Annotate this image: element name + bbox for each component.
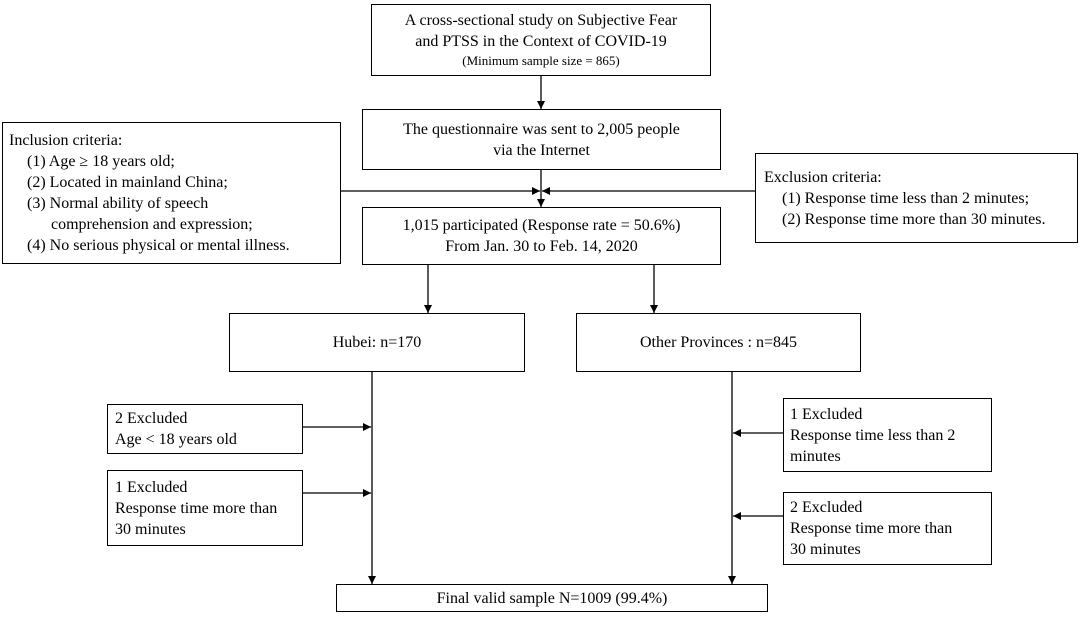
study-title-line1: A cross-sectional study on Subjective Fe… (404, 12, 678, 29)
participated-box: 1,015 participated (Response rate = 50.6… (362, 207, 721, 265)
excluded-reason: 30 minutes (790, 541, 861, 558)
inclusion-heading: Inclusion criteria: (9, 132, 123, 149)
excluded-reason: Response time less than 2 (790, 426, 956, 444)
inclusion-criteria-box: Inclusion criteria: (1) Age ≥ 18 years o… (2, 122, 341, 264)
other-excluded-short-time-box: 1 Excluded Response time less than 2 min… (783, 398, 992, 472)
study-title-line2: and PTSS in the Context of COVID-19 (415, 33, 667, 50)
excluded-count: 2 Excluded (790, 499, 863, 516)
study-box: A cross-sectional study on Subjective Fe… (371, 4, 711, 76)
final-sample-label: Final valid sample N=1009 (99.4%) (436, 589, 668, 607)
inclusion-item: (2) Located in mainland China; (27, 174, 228, 191)
exclusion-item: (2) Response time more than 30 minutes. (782, 210, 1046, 228)
questionnaire-line1: The questionnaire was sent to 2,005 peop… (403, 120, 680, 138)
inclusion-item: (4) No serious physical or mental illnes… (27, 237, 290, 254)
excluded-reason: Age < 18 years old (115, 431, 237, 448)
other-excluded-long-time-box: 2 Excluded Response time more than 30 mi… (783, 492, 992, 565)
hubei-box: Hubei: n=170 (229, 313, 525, 372)
excluded-reason: Response time more than (115, 499, 278, 517)
excluded-reason: minutes (790, 447, 841, 465)
participated-line2: From Jan. 30 to Feb. 14, 2020 (445, 238, 638, 255)
exclusion-item: (1) Response time less than 2 minutes; (782, 189, 1030, 207)
other-provinces-box: Other Provinces : n=845 (576, 313, 861, 372)
sample-size-note: (Minimum sample size = 865) (462, 53, 620, 68)
inclusion-item-continued: comprehension and expression; (51, 216, 253, 233)
excluded-count: 1 Excluded (790, 405, 863, 423)
inclusion-item: (3) Normal ability of speech (27, 195, 209, 212)
final-sample-box: Final valid sample N=1009 (99.4%) (336, 584, 768, 612)
excluded-count: 1 Excluded (115, 478, 188, 496)
questionnaire-box: The questionnaire was sent to 2,005 peop… (362, 109, 721, 170)
exclusion-criteria-box: Exclusion criteria: (1) Response time le… (755, 153, 1078, 243)
hubei-label: Hubei: n=170 (332, 334, 422, 351)
excluded-count: 2 Excluded (115, 410, 188, 427)
hubei-excluded-age-box: 2 Excluded Age < 18 years old (107, 404, 303, 454)
inclusion-item: (1) Age ≥ 18 years old; (27, 153, 175, 170)
hubei-excluded-time-box: 1 Excluded Response time more than 30 mi… (107, 470, 303, 546)
exclusion-heading: Exclusion criteria: (764, 168, 882, 186)
questionnaire-line2: via the Internet (493, 141, 590, 159)
excluded-reason: 30 minutes (115, 520, 186, 538)
excluded-reason: Response time more than (790, 520, 953, 537)
participated-line1: 1,015 participated (Response rate = 50.6… (402, 217, 681, 234)
other-provinces-label: Other Provinces : n=845 (640, 334, 797, 351)
